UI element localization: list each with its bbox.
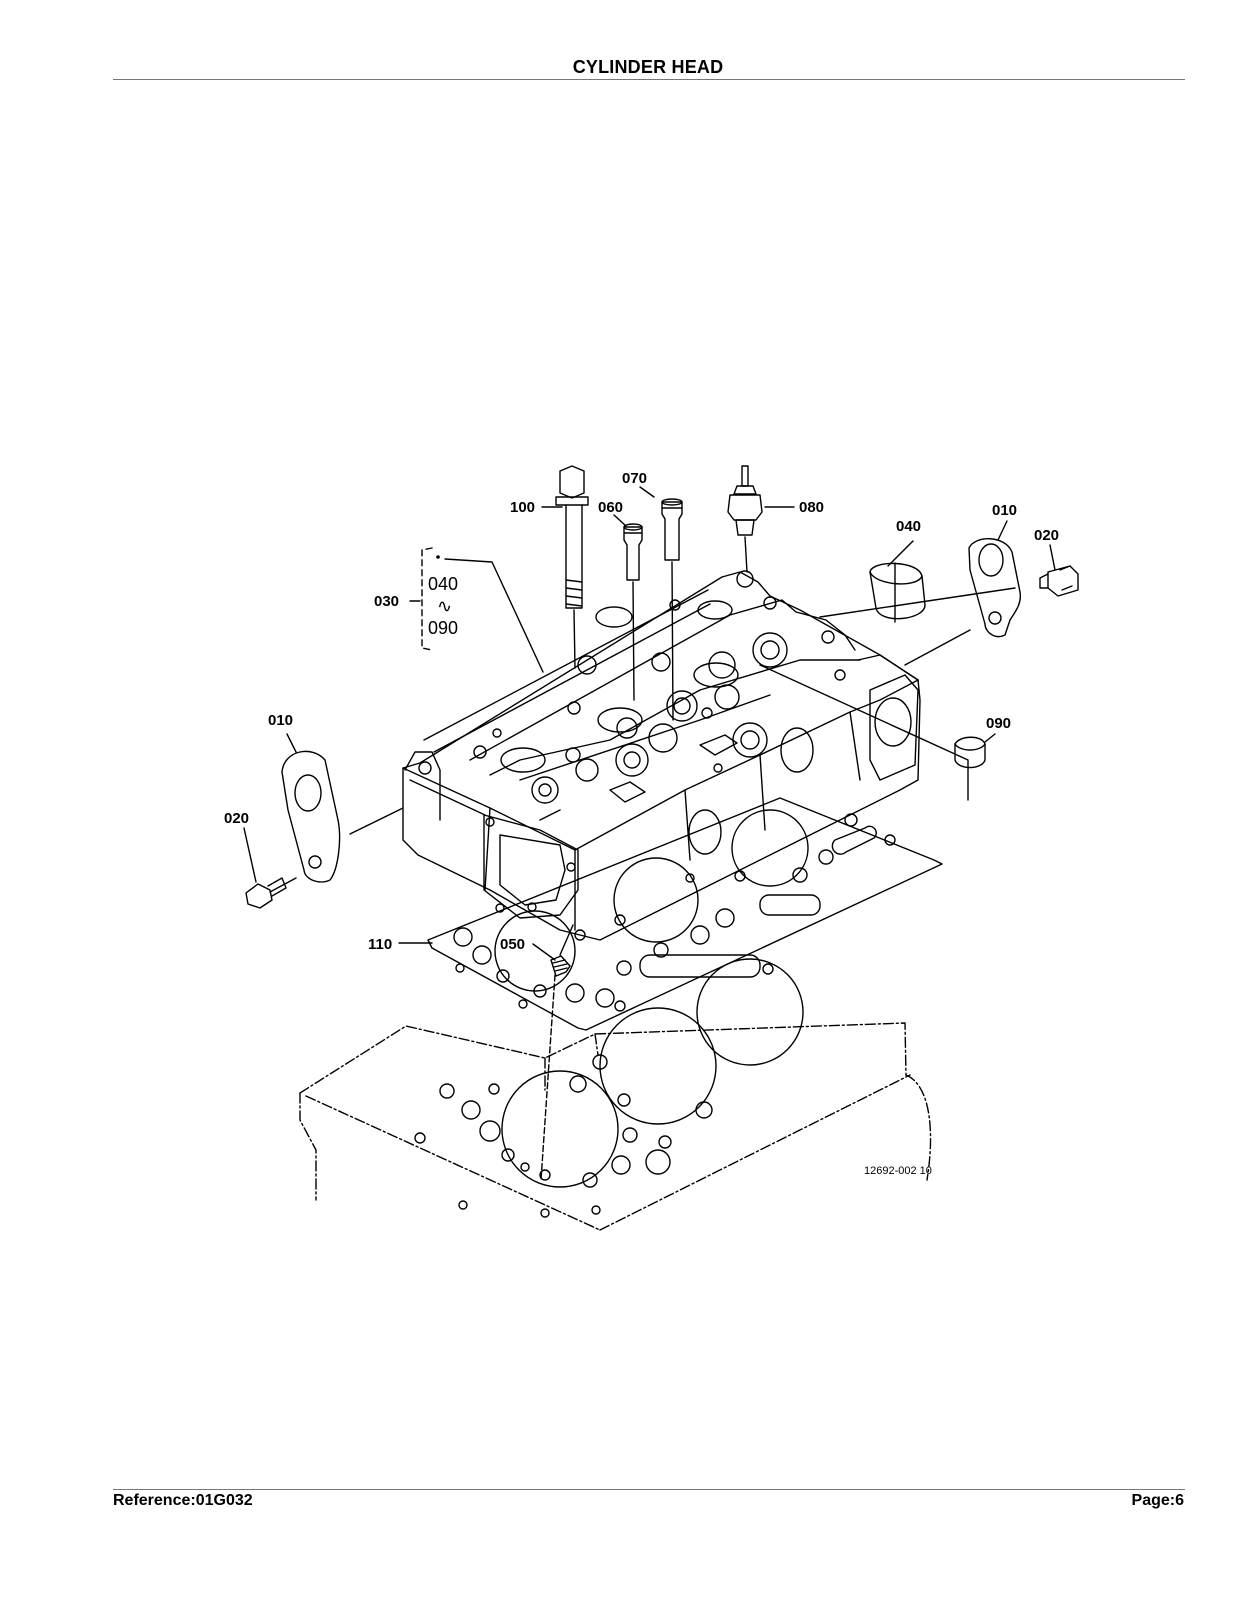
callout-030: 030: [374, 593, 399, 610]
range-separator: ∿: [437, 596, 452, 616]
cylinder-head-body: [402, 570, 921, 941]
callout-050: 050: [500, 936, 525, 953]
callout-010-left: 010: [268, 712, 293, 729]
callout-010-right: 010: [992, 502, 1017, 519]
sensor-080: [727, 465, 763, 573]
callout-080: 080: [799, 499, 824, 516]
callout-060: 060: [598, 499, 623, 516]
head-gasket: [427, 797, 943, 1031]
range-top-label: 040: [428, 574, 458, 594]
bracket-010-right: [968, 538, 1022, 638]
footer-rule: [113, 1489, 1185, 1490]
range-bracket-030: [421, 547, 440, 651]
page-title: CYLINDER HEAD: [572, 57, 724, 77]
callout-labels: 100 070 060 080 040 010 020 030 010 090 …: [224, 470, 1059, 1177]
plug-040: [869, 562, 926, 623]
bolt-020-left: [245, 877, 287, 909]
engine-block: [299, 1022, 932, 1231]
callout-090: 090: [986, 715, 1011, 732]
stud-050: [540, 924, 574, 1181]
valve-guide-070: [661, 498, 683, 721]
reference-label: Reference:01G032: [113, 1492, 253, 1509]
drawing-number: 12692-002 10: [864, 1165, 932, 1177]
plug-090: [954, 736, 986, 769]
head-bolt: [555, 465, 589, 669]
callout-020-left: 020: [224, 810, 249, 827]
page-number: Page:6: [1131, 1492, 1184, 1509]
bolt-020-right: [1039, 565, 1079, 597]
callout-020-right: 020: [1034, 527, 1059, 544]
range-bottom-label: 090: [428, 618, 458, 638]
callout-070: 070: [622, 470, 647, 487]
bracket-010-left: [281, 750, 341, 883]
header-rule: [113, 79, 1185, 80]
leader-lines: [243, 486, 1056, 961]
valve-guide-060: [623, 523, 643, 701]
callout-040: 040: [896, 518, 921, 535]
callout-100: 100: [510, 499, 535, 516]
engine-block-bores: [414, 958, 804, 1218]
callout-110: 110: [368, 936, 392, 953]
